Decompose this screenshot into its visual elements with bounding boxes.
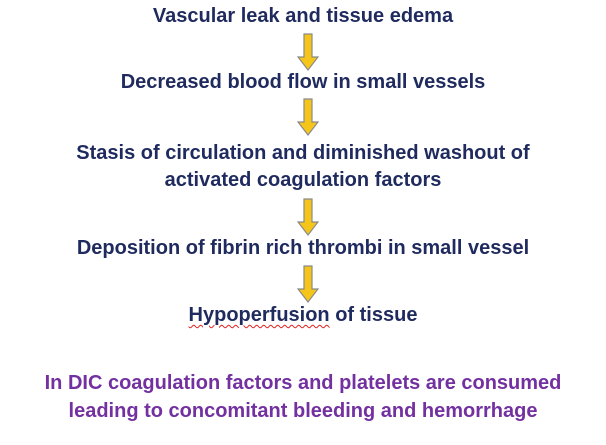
- down-arrow-icon: [297, 98, 319, 136]
- step-text-rest: of tissue: [329, 304, 418, 326]
- step-text: Decreased blood flow in small vessels: [120, 71, 486, 93]
- step-stasis-of-circulation: Stasis of circulation and diminished was…: [0, 140, 606, 194]
- step-text: Deposition of fibrin rich thrombi in sma…: [76, 237, 530, 259]
- step-text-line-1: Stasis of circulation and diminished was…: [76, 142, 530, 164]
- step-vascular-leak: Vascular leak and tissue edema: [0, 3, 606, 30]
- down-arrow-icon: [297, 33, 319, 71]
- spellcheck-underlined-word: Hypoperfusion: [188, 304, 330, 326]
- down-arrow-icon: [297, 265, 319, 303]
- step-decreased-blood-flow: Decreased blood flow in small vessels: [0, 69, 606, 96]
- down-arrow-icon: [297, 198, 319, 236]
- conclusion-line-2: leading to concomitant bleeding and hemo…: [68, 400, 538, 422]
- step-fibrin-deposition: Deposition of fibrin rich thrombi in sma…: [0, 235, 606, 262]
- step-text: Vascular leak and tissue edema: [152, 5, 454, 27]
- step-hypoperfusion: Hypoperfusion of tissue: [0, 302, 606, 329]
- conclusion-line-1: In DIC coagulation factors and platelets…: [44, 372, 562, 394]
- step-text-line-2: activated coagulation factors: [164, 169, 442, 191]
- dic-conclusion: In DIC coagulation factors and platelets…: [0, 369, 606, 425]
- step-text: Hypoperfusion of tissue: [0, 302, 606, 329]
